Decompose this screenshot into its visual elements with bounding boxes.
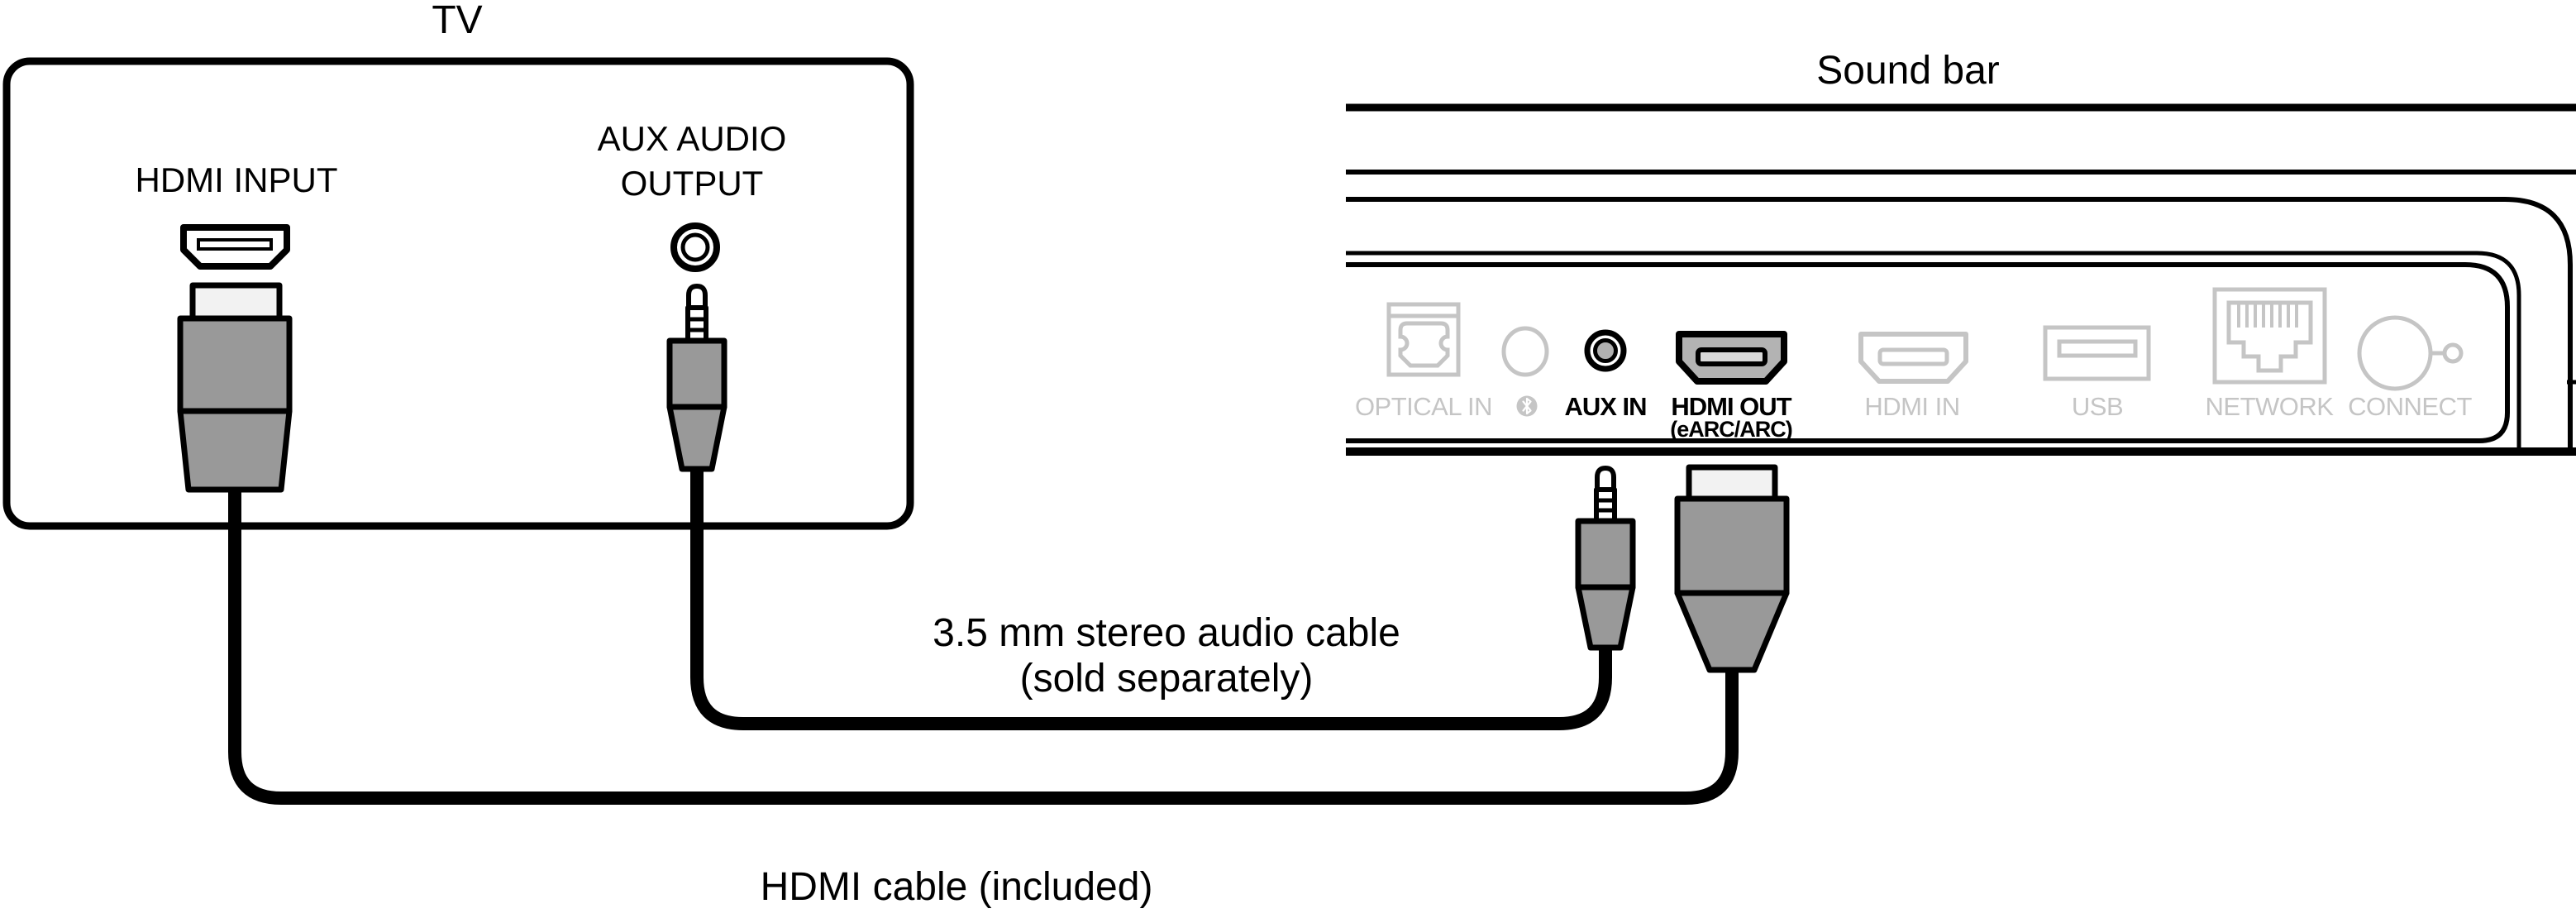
hdmi-plug-tv bbox=[177, 282, 293, 493]
connect-label: CONNECT bbox=[2348, 392, 2472, 421]
hdmi-in-label: HDMI IN bbox=[1864, 392, 1959, 421]
hdmi-out-label: HDMI OUT bbox=[1671, 392, 1791, 421]
audio-cable-caption-line2: (sold separately) bbox=[1020, 657, 1314, 701]
hdmi-plug-soundbar bbox=[1674, 464, 1790, 673]
hdmi-input-label: HDMI INPUT bbox=[136, 160, 338, 199]
audio-plug-soundbar bbox=[1575, 466, 1636, 651]
hdmi-cable-caption: HDMI cable (included) bbox=[761, 865, 1153, 909]
usb-label: USB bbox=[2072, 392, 2123, 421]
soundbar-back-edge bbox=[1346, 197, 2573, 449]
hdmi-out-port-icon bbox=[1676, 331, 1787, 385]
aux-in-port-icon bbox=[1584, 329, 1627, 372]
network-port-icon bbox=[2212, 287, 2327, 385]
aux-audio-output-label-line1: AUX AUDIO bbox=[598, 119, 787, 158]
cables bbox=[228, 463, 1739, 805]
aux-audio-output-jack-icon bbox=[670, 222, 720, 272]
soundbar-ports: OPTICAL IN AUX IN HDMI OUT (eARC/ARC) HD… bbox=[1355, 287, 2473, 442]
connect-button-icon bbox=[2357, 315, 2464, 391]
hdmi-in-port-icon bbox=[1858, 332, 1968, 384]
bluetooth-pair-button bbox=[1501, 326, 1549, 377]
hdmi-input-port-icon bbox=[180, 224, 290, 270]
audio-cable-caption-line1: 3.5 mm stereo audio cable bbox=[933, 611, 1400, 655]
optical-in-label: OPTICAL IN bbox=[1355, 392, 1492, 421]
aux-in-label: AUX IN bbox=[1564, 392, 1646, 421]
bluetooth-icon bbox=[1516, 395, 1538, 417]
optical-in-port-icon bbox=[1386, 302, 1461, 377]
aux-audio-output-label-line2: OUTPUT bbox=[621, 164, 764, 203]
network-label: NETWORK bbox=[2206, 392, 2335, 421]
hdmi-cable bbox=[228, 486, 1739, 805]
audio-cable bbox=[690, 463, 1612, 730]
audio-plug-tv bbox=[666, 284, 727, 472]
tv-device: TV HDMI INPUT AUX AUDIO OUTPUT bbox=[2, 0, 914, 530]
soundbar-groove-line bbox=[1346, 251, 2521, 448]
hdmi-out-sublabel: (eARC/ARC) bbox=[1670, 417, 1792, 442]
soundbar-title: Sound bar bbox=[1816, 49, 2000, 93]
usb-port-icon bbox=[2043, 325, 2151, 381]
soundbar-device: Sound bar bbox=[1346, 49, 2576, 456]
soundbar-rear-panel bbox=[1346, 262, 2510, 443]
tv-title: TV bbox=[432, 0, 482, 42]
